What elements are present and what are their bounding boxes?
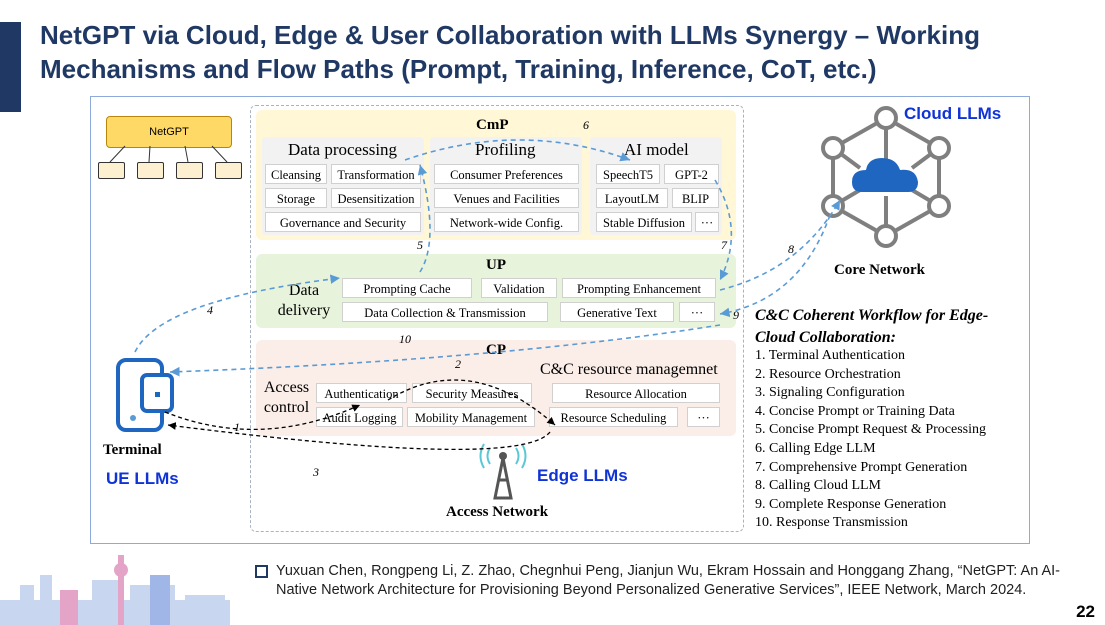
chip-more-up: ··· <box>679 302 715 322</box>
cell-tower-icon <box>479 443 527 500</box>
chip-authentication: Authentication <box>316 383 407 403</box>
chip-speecht5: SpeechT5 <box>596 164 660 184</box>
citation-text: Yuxuan Chen, Rongpeng Li, Z. Zhao, Chegn… <box>276 563 1061 598</box>
workflow-step: 5. Concise Prompt Request & Processing <box>755 422 986 438</box>
citation-bullet-icon <box>255 565 268 578</box>
chip-layoutlm: LayoutLM <box>596 188 668 208</box>
chip-generative-text: Generative Text <box>560 302 674 322</box>
diagram-frame <box>90 96 1030 544</box>
data-delivery-label: Data delivery <box>277 282 331 319</box>
netgpt-root-node: NetGPT <box>106 116 232 148</box>
chip-more-cp: ··· <box>687 407 720 427</box>
flow-number: 1 <box>234 420 240 434</box>
chip-stable-diffusion: Stable Diffusion <box>596 212 692 232</box>
data-processing-heading: Data processing <box>288 140 398 159</box>
flow-number: 4 <box>207 303 213 317</box>
page-number: 22 <box>1076 602 1095 621</box>
access-control-label: Access control <box>263 379 310 416</box>
chip-resource-scheduling: Resource Scheduling <box>549 407 678 427</box>
flow-arrows-blue <box>134 139 841 377</box>
workflow-step: 3. Signaling Configuration <box>755 385 905 401</box>
workflow-steps: 1. Terminal Authentication 2. Resource O… <box>755 347 986 533</box>
access-network-label: Access Network <box>446 504 549 520</box>
slide-title: NetGPT via Cloud, Edge & User Collaborat… <box>40 20 980 84</box>
up-title: UP <box>486 257 506 273</box>
tree-leaf-node <box>176 162 203 179</box>
workflow-step: 7. Comprehensive Prompt Generation <box>755 459 968 475</box>
chip-prompting-cache: Prompting Cache <box>342 278 472 298</box>
workflow-step: 2. Resource Orchestration <box>755 366 901 382</box>
chip-mobility-management: Mobility Management <box>407 407 535 427</box>
workflow-step: 6. Calling Edge LLM <box>755 440 876 456</box>
chip-venues-facilities: Venues and Facilities <box>434 188 579 208</box>
cloud-llms-label: Cloud LLMs <box>904 104 1002 123</box>
flow-number: 6 <box>583 118 589 132</box>
terminal-label: Terminal <box>103 442 162 458</box>
chip-prompting-enhancement: Prompting Enhancement <box>562 278 716 298</box>
cp-title: CP <box>486 342 506 358</box>
chip-blip: BLIP <box>672 188 719 208</box>
chip-cleansing: Cleansing <box>265 164 327 184</box>
chip-audit-logging: Audit Logging <box>316 407 403 427</box>
tree-leaf-node <box>98 162 125 179</box>
chip-network-config: Network-wide Config. <box>434 212 579 232</box>
flow-number: 8 <box>788 242 794 256</box>
ue-llms-label: UE LLMs <box>106 469 179 488</box>
core-network-label: Core Network <box>834 262 925 278</box>
flow-number: 10 <box>399 332 411 346</box>
edge-server-boundary <box>250 105 744 532</box>
workflow-step: 10. Response Transmission <box>755 515 908 531</box>
profiling-heading: Profiling <box>475 140 536 159</box>
chip-data-collection: Data Collection & Transmission <box>342 302 548 322</box>
chip-more-models: ··· <box>695 212 719 232</box>
cmp-title: CmP <box>476 117 509 133</box>
chip-security-measures: Security Measures <box>412 383 532 403</box>
flow-number: 7 <box>721 238 727 252</box>
workflow-step: 4. Concise Prompt or Training Data <box>755 403 955 419</box>
flow-number: 5 <box>417 238 423 252</box>
tree-leaf-node <box>137 162 164 179</box>
chip-desensitization: Desensitization <box>331 188 421 208</box>
resource-management-heading: C&C resource managemnet <box>540 361 718 378</box>
chip-gpt2: GPT-2 <box>664 164 719 184</box>
flow-number: 3 <box>313 465 319 479</box>
workflow-step: 1. Terminal Authentication <box>755 348 906 363</box>
workflow-step: 8. Calling Cloud LLM <box>755 478 881 494</box>
flow-number: 9 <box>733 308 739 322</box>
flow-arrows-black <box>164 379 556 451</box>
chip-validation: Validation <box>481 278 557 298</box>
chip-resource-allocation: Resource Allocation <box>552 383 720 403</box>
tree-connectors <box>109 145 228 163</box>
ai-model-heading: AI model <box>624 140 689 159</box>
workflow-step: 9. Complete Response Generation <box>755 496 947 512</box>
chip-governance-security: Governance and Security <box>265 212 421 232</box>
title-accent-bar <box>0 22 21 112</box>
tree-leaf-node <box>215 162 242 179</box>
cloud-icon <box>852 158 918 192</box>
workflow-title: C&C Coherent Workflow for Edge-Cloud Col… <box>755 307 989 346</box>
chip-transformation: Transformation <box>331 164 421 184</box>
flow-number: 2 <box>455 357 461 371</box>
chip-storage: Storage <box>265 188 327 208</box>
edge-llms-label: Edge LLMs <box>537 466 628 485</box>
chip-consumer-preferences: Consumer Preferences <box>434 164 579 184</box>
